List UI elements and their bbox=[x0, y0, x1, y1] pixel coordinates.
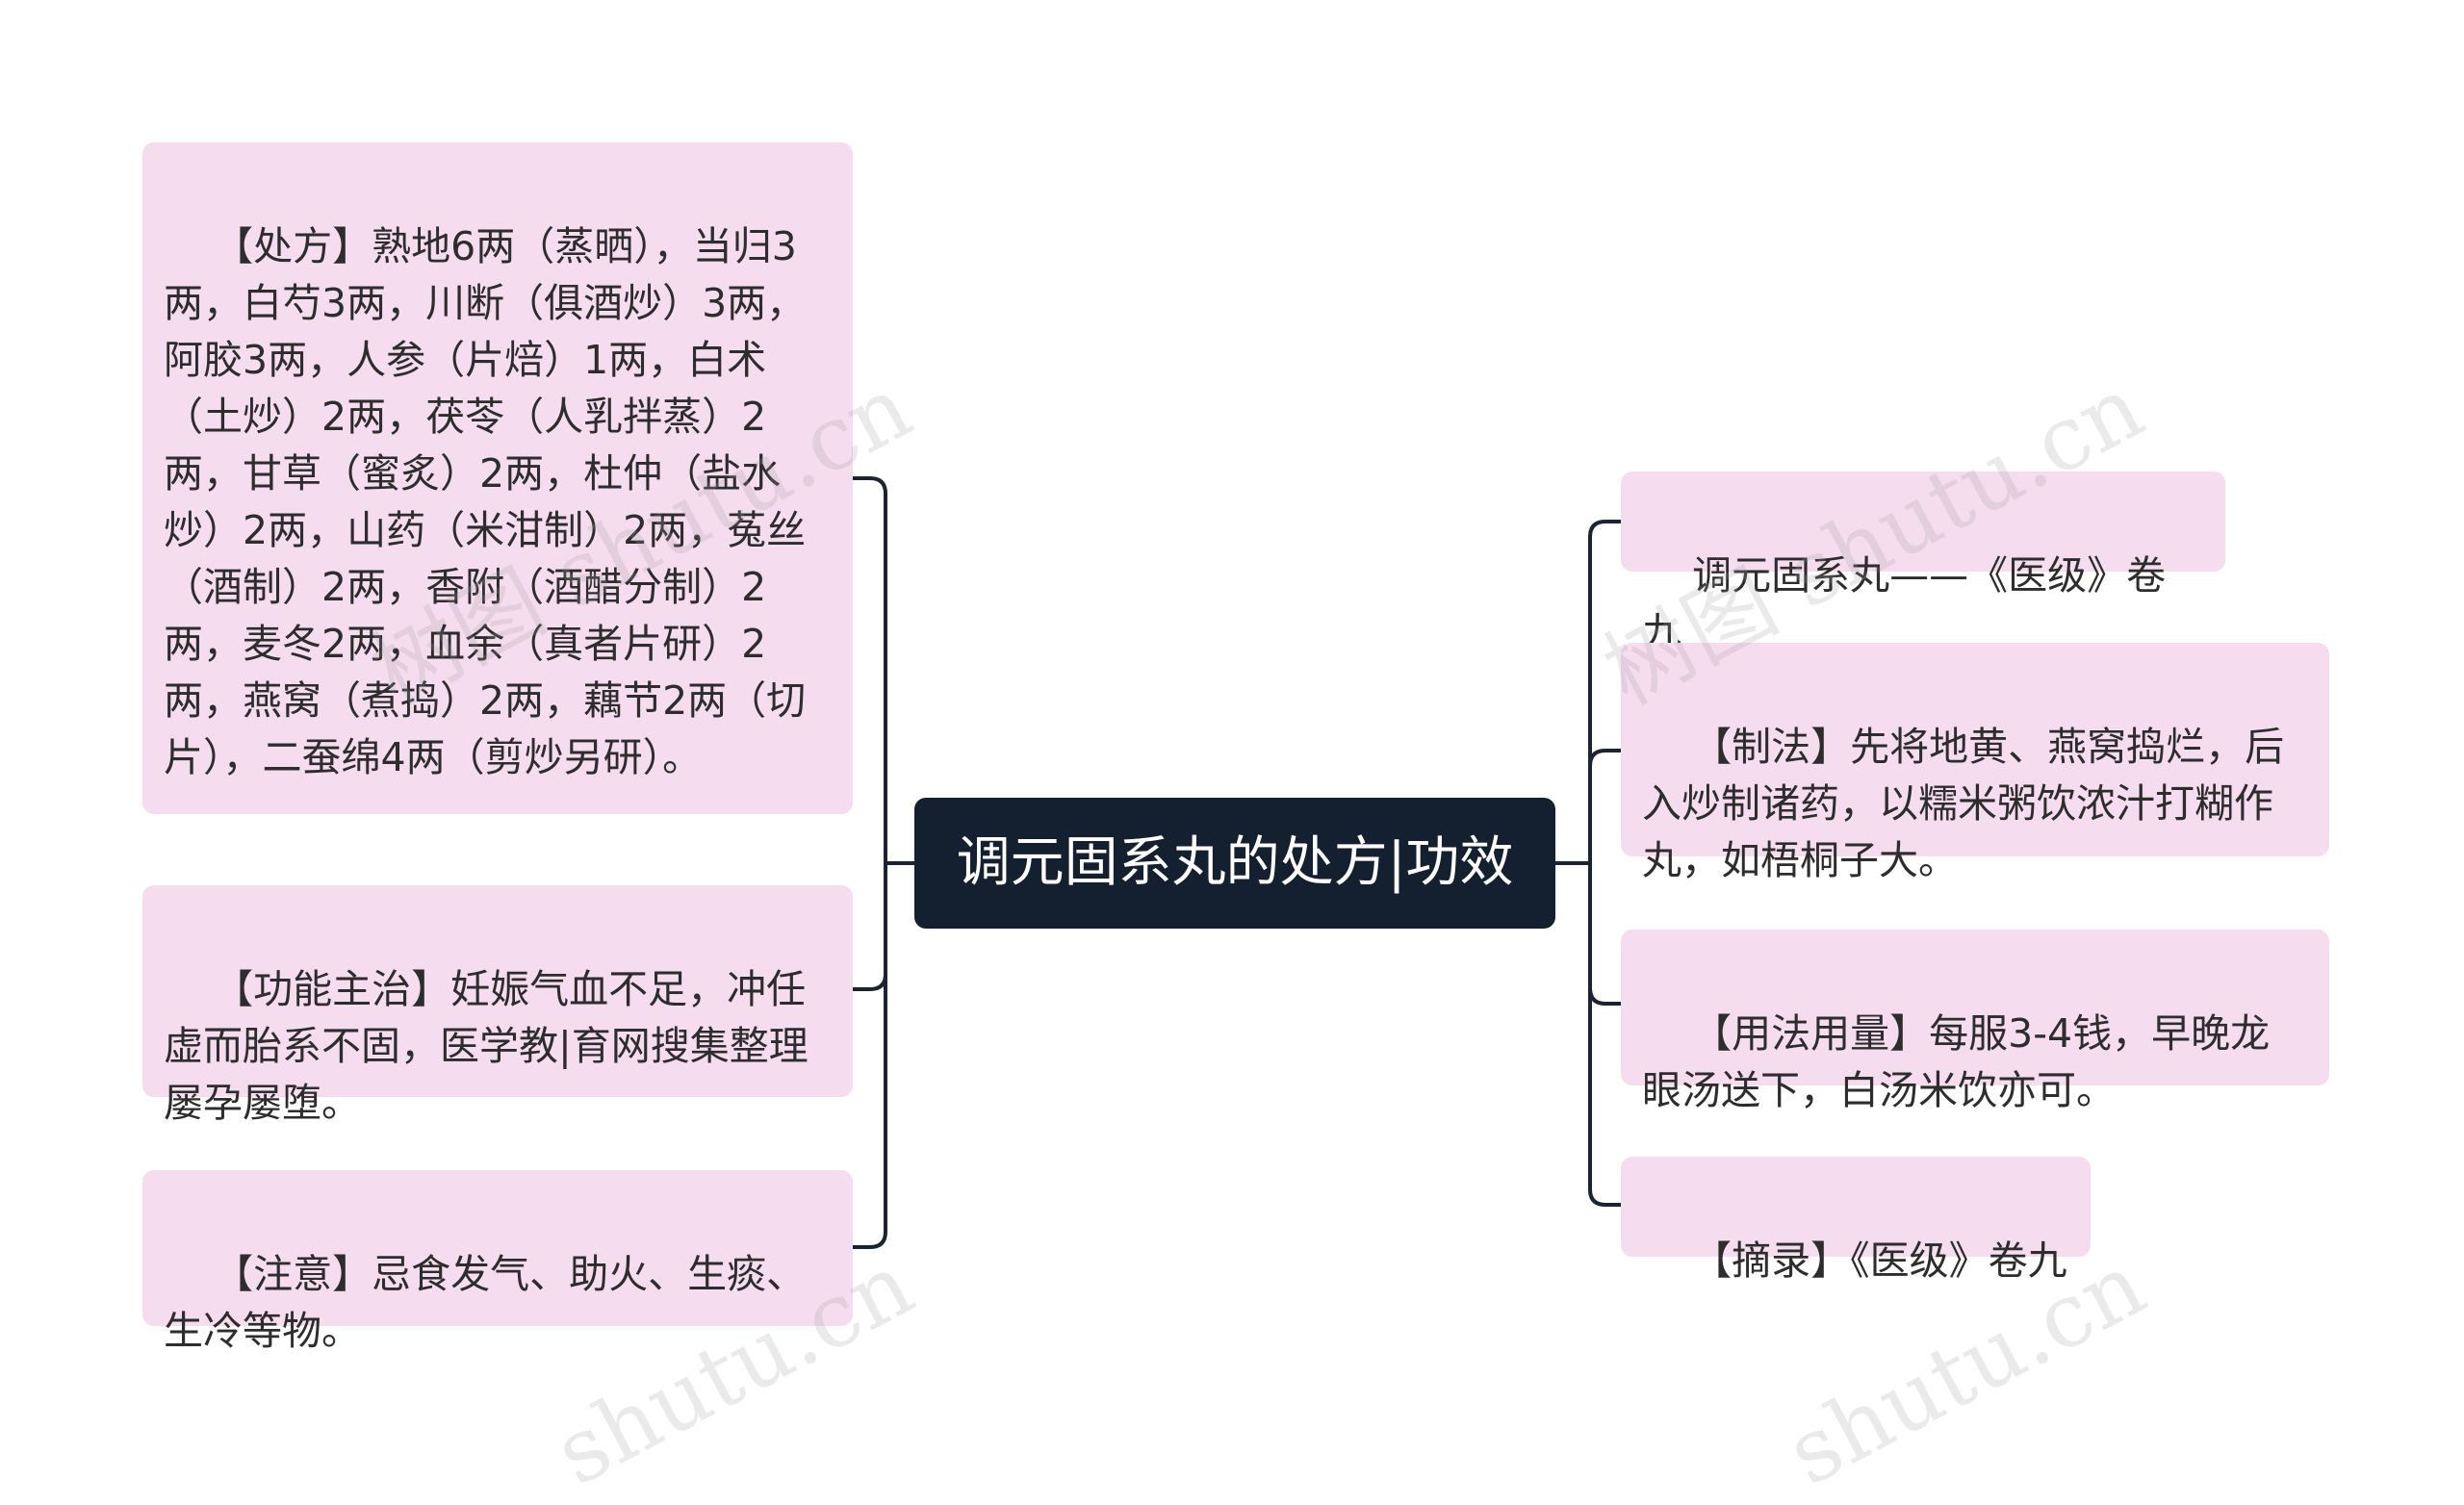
connector-lines bbox=[851, 476, 1623, 1249]
branch-precautions[interactable]: 【注意】忌食发气、助火、生痰、生冷等物。 bbox=[142, 1170, 853, 1354]
branch-dosage[interactable]: 【用法用量】每服3-4钱，早晚龙眼汤送下，白汤米饮亦可。 bbox=[1621, 930, 2329, 1113]
branch-indications[interactable]: 【功能主治】妊娠气血不足，冲任虚而胎系不固，医学教|育网搜集整理屡孕屡堕。 bbox=[142, 885, 853, 1126]
branch-prescription[interactable]: 【处方】熟地6两（蒸晒），当归3两，白芍3两，川断（俱酒炒）3两，阿胶3两，人参… bbox=[142, 142, 853, 814]
branch-excerpt[interactable]: 【摘录】《医级》卷九 bbox=[1621, 1157, 2091, 1284]
branch-preparation[interactable]: 【制法】先将地黄、燕窝捣烂，后入炒制诸药，以糯米粥饮浓汁打糊作丸，如梧桐子大。 bbox=[1621, 643, 2329, 883]
connector-left-1 bbox=[851, 476, 887, 496]
branch-precautions-text: 【注意】忌食发气、助火、生痰、生冷等物。 bbox=[164, 1251, 807, 1354]
connector-left-2 bbox=[851, 972, 887, 991]
branch-source-title-text: 调元固系丸——《医级》卷九 bbox=[1642, 552, 2167, 655]
branch-excerpt-text: 【摘录】《医级》卷九 bbox=[1692, 1237, 2067, 1284]
connector-right-2 bbox=[1588, 749, 1623, 768]
branch-preparation-text: 【制法】先将地黄、燕窝捣烂，后入炒制诸药，以糯米粥饮浓汁打糊作丸，如梧桐子大。 bbox=[1642, 724, 2285, 883]
branch-prescription-text: 【处方】熟地6两（蒸晒），当归3两，白芍3两，川断（俱酒炒）3两，阿胶3两，人参… bbox=[164, 223, 807, 780]
connector-left-3 bbox=[851, 1230, 887, 1249]
connector-right-4 bbox=[1588, 1187, 1623, 1207]
center-topic-title: 调元固系丸的处方|功效 bbox=[956, 831, 1514, 894]
connector-right-1 bbox=[1588, 520, 1623, 539]
connector-right-3 bbox=[1588, 986, 1623, 1006]
mindmap-canvas: 调元固系丸的处方|功效 【处方】熟地6两（蒸晒），当归3两，白芍3两，川断（俱酒… bbox=[142, 142, 2329, 1505]
branch-indications-text: 【功能主治】妊娠气血不足，冲任虚而胎系不固，医学教|育网搜集整理屡孕屡堕。 bbox=[164, 966, 808, 1126]
branch-dosage-text: 【用法用量】每服3-4钱，早晚龙眼汤送下，白汤米饮亦可。 bbox=[1642, 1010, 2271, 1113]
center-topic[interactable]: 调元固系丸的处方|功效 bbox=[914, 798, 1555, 929]
branch-source-title[interactable]: 调元固系丸——《医级》卷九 bbox=[1621, 472, 2225, 655]
